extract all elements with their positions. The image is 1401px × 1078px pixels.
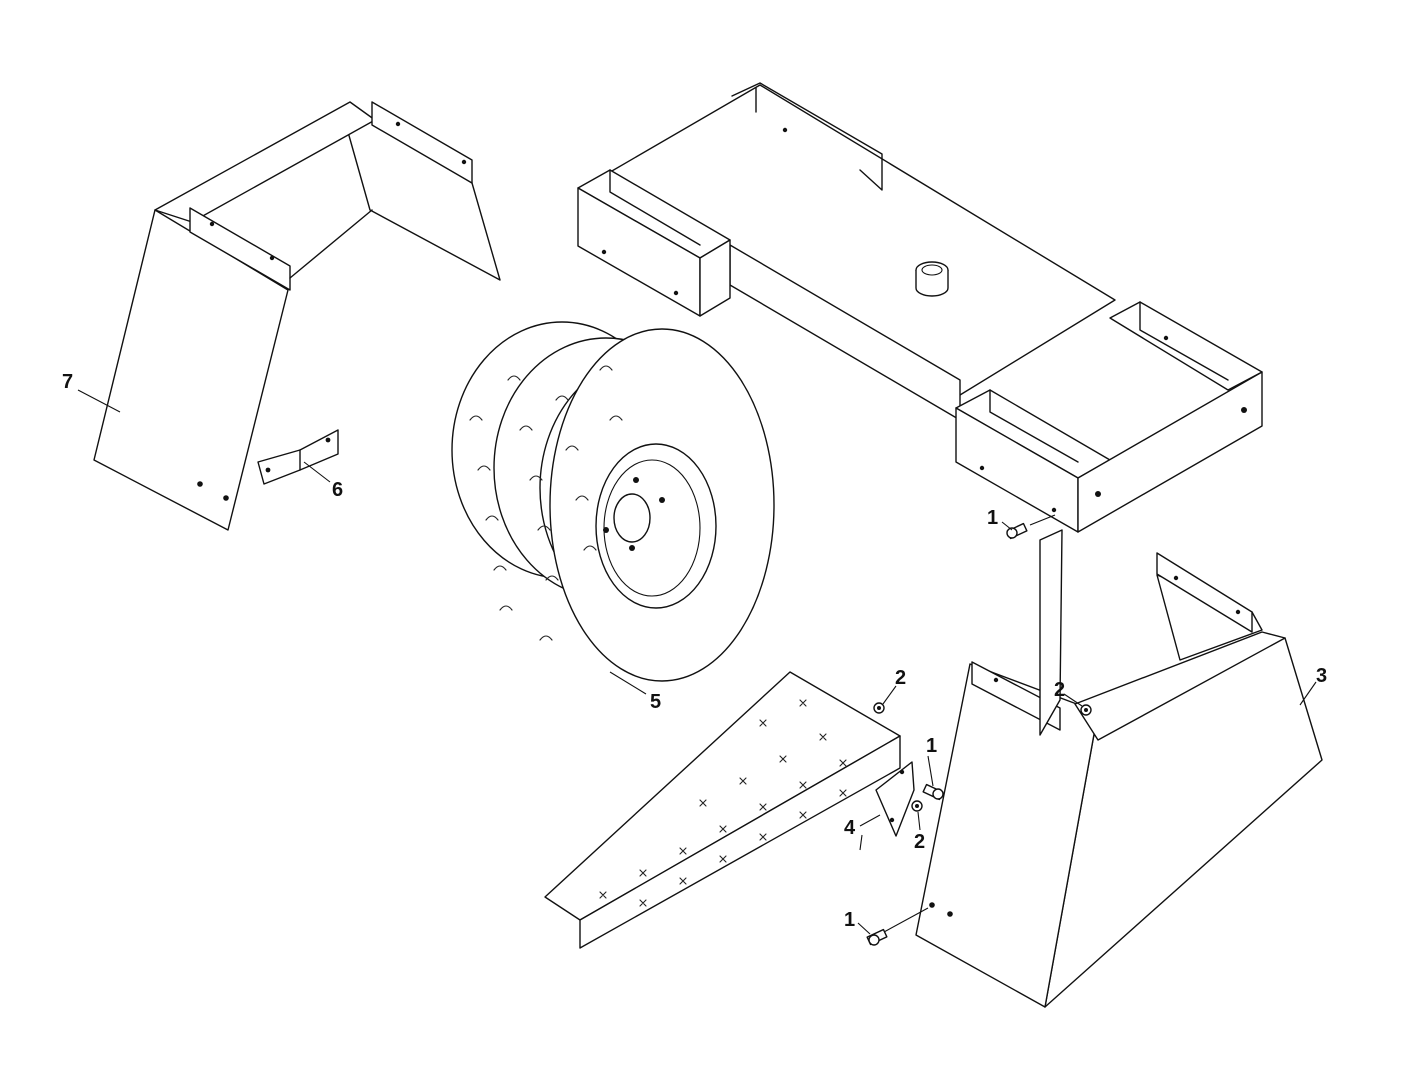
bolt-1-middle bbox=[922, 783, 944, 801]
callout-1-lower: 1 bbox=[844, 909, 855, 931]
step-bracket bbox=[875, 761, 915, 837]
left-fender bbox=[93, 101, 501, 531]
bolt-1-lower bbox=[866, 928, 888, 946]
nut-2-left bbox=[873, 702, 885, 714]
nut-2-lower bbox=[911, 800, 923, 812]
wheel bbox=[451, 321, 775, 682]
callouts: 7 6 5 3 1 2 2 1 4 2 1 bbox=[62, 371, 1327, 931]
callout-2-right: 2 bbox=[1054, 679, 1065, 701]
fender-bracket bbox=[257, 429, 339, 485]
nut-2-right bbox=[1080, 704, 1092, 716]
callout-4: 4 bbox=[844, 817, 856, 839]
axle-frame bbox=[577, 82, 1263, 533]
diamond-pattern bbox=[599, 699, 847, 907]
callout-6: 6 bbox=[332, 479, 343, 501]
leader-lines bbox=[77, 389, 1317, 935]
tire-tread bbox=[469, 365, 623, 641]
callout-7: 7 bbox=[62, 371, 73, 393]
step-plate bbox=[544, 671, 901, 949]
bolt-1-upper bbox=[1006, 522, 1028, 540]
callout-1-upper: 1 bbox=[987, 507, 998, 529]
callout-3: 3 bbox=[1316, 665, 1327, 687]
right-fender bbox=[915, 529, 1323, 1008]
callout-5: 5 bbox=[650, 691, 661, 713]
callout-2-left: 2 bbox=[895, 667, 906, 689]
callout-1-middle: 1 bbox=[926, 735, 937, 757]
callout-2-lower: 2 bbox=[914, 831, 925, 853]
